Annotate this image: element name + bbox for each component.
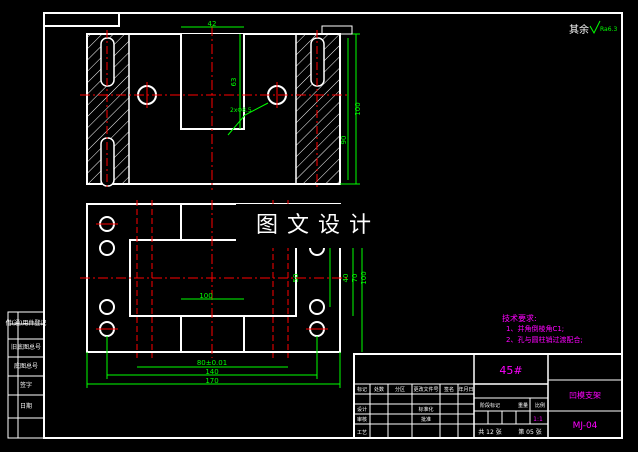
side-label-1: 借(通)用件登记 — [6, 319, 47, 327]
title-mid-label-1: 标准化 — [418, 406, 433, 413]
title-row-label-5: 签名 — [444, 386, 454, 393]
title-left-label-2: 审核 — [357, 416, 367, 423]
dim-slot-width: 100 — [199, 292, 212, 300]
side-label-4: 签字 — [20, 381, 32, 389]
hole-leader — [227, 102, 269, 136]
title-row-label-2: 处数 — [374, 386, 384, 393]
title-row-label-6: 年月日 — [458, 386, 473, 393]
title-mid-label-2: 批准 — [421, 416, 431, 423]
dim-bottom-mid: 140 — [205, 368, 218, 376]
title-left-label-1: 设计 — [357, 406, 367, 413]
title-scale: 1:1 — [533, 416, 543, 423]
title-part-name: 凹模支架 — [569, 390, 601, 400]
dim-bottom-h3: 100 — [360, 271, 368, 284]
sheet-border — [43, 12, 623, 439]
watermark: 图文设计 — [236, 204, 400, 248]
dim-slot-depth: 63 — [230, 78, 238, 87]
title-block: 45# 凹模支架 MJ-04 1:1 共 12 张 第 05 张 阶段标记 重量… — [353, 353, 623, 439]
tech-notes-line2: 2、孔与圆柱销过渡配合; — [506, 335, 583, 344]
roughness-value: Ra6.3 — [600, 26, 617, 33]
top-view: 42 63 100 90 2xΦ8.5 — [80, 20, 362, 190]
title-material: 45# — [499, 364, 522, 377]
title-left-label-3: 工艺 — [357, 430, 367, 436]
title-weight-label: 重量 — [518, 402, 528, 409]
title-row-label-1: 标记 — [357, 386, 367, 393]
dim-hole-callout: 2xΦ8.5 — [230, 107, 252, 114]
front-hole-2 — [99, 240, 115, 256]
dim-top-inner: 90 — [340, 136, 348, 145]
title-scale-label: 比例 — [535, 402, 545, 409]
dim-bottom-total: 170 — [205, 377, 218, 385]
side-label-2: 旧底图总号 — [11, 343, 41, 351]
roughness-note: 其余 Ra6.3 — [569, 20, 617, 36]
top-right-hatch — [295, 33, 341, 185]
title-stage-label: 阶段标记 — [480, 402, 500, 409]
roughness-symbol — [589, 20, 601, 35]
corner-tab — [44, 13, 120, 27]
dim-bottom-h2: 70 — [351, 274, 359, 283]
dim-bottom-h1: 40 — [342, 274, 350, 283]
title-drawing-no: MJ-04 — [573, 421, 598, 431]
title-row-label-4: 更改文件号 — [413, 386, 438, 393]
dim-bottom-side: 50 — [292, 274, 300, 283]
front-hole-3 — [99, 299, 115, 315]
tech-notes-line1: 1、并角倒棱角C1; — [506, 324, 564, 333]
side-table: 借(通)用件登记 旧底图总号 底图总号 签字 日期 — [6, 311, 47, 439]
title-sheet-right: 第 05 张 — [518, 428, 541, 436]
dim-bottom-tol: 80±0.01 — [197, 359, 227, 367]
title-sheet-left: 共 12 张 — [478, 428, 501, 436]
dim-top-width: 42 — [208, 20, 217, 28]
tech-notes: 技术要求: 1、并角倒棱角C1; 2、孔与圆柱销过渡配合; — [502, 313, 583, 344]
side-label-5: 日期 — [20, 402, 32, 410]
roughness-label: 其余 — [569, 23, 589, 36]
side-label-3: 底图总号 — [14, 362, 38, 370]
dim-top-height: 100 — [354, 102, 362, 115]
title-row-label-3: 分区 — [395, 386, 405, 393]
tech-notes-heading: 技术要求: — [502, 313, 537, 323]
front-hole-6 — [309, 299, 325, 315]
